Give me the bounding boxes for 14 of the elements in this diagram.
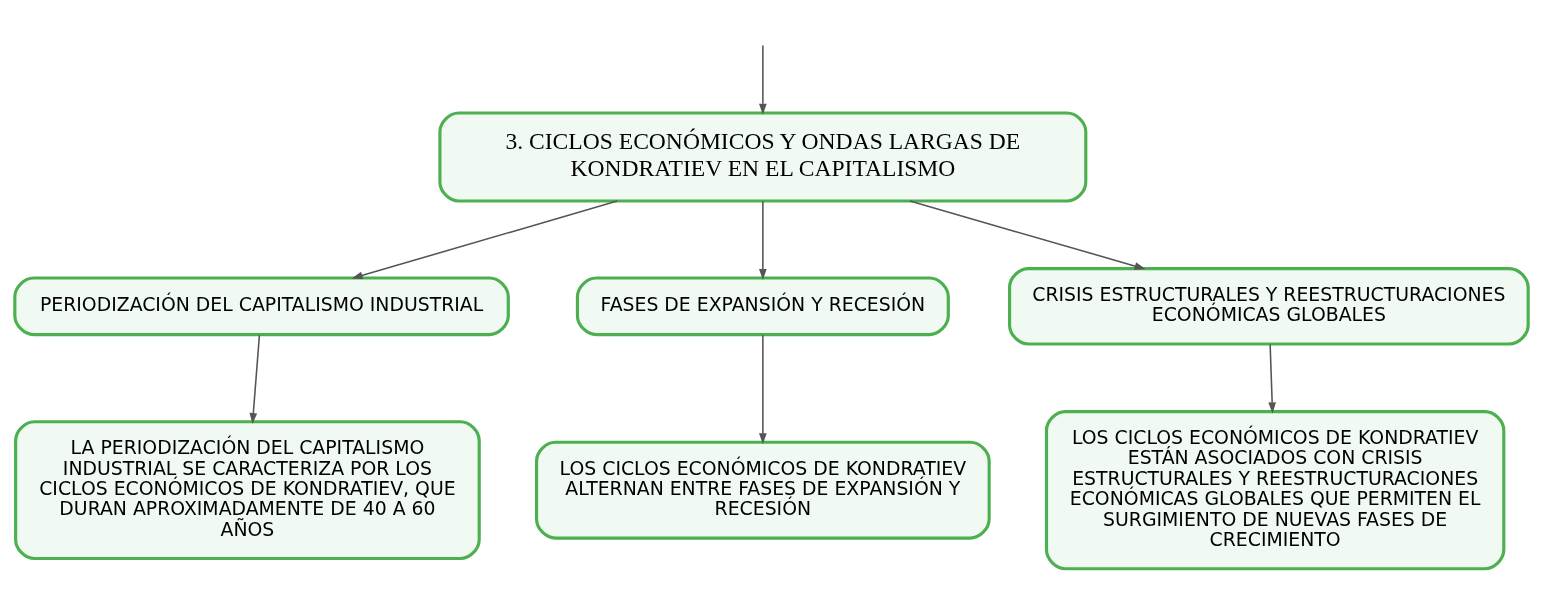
arrow bbox=[909, 199, 1146, 270]
arrow bbox=[759, 334, 767, 444]
arrow bbox=[759, 200, 767, 280]
arrow bbox=[351, 199, 618, 279]
node-box: 3. CICLOS ECONÓMICOS Y ONDAS LARGAS DE KONDRATIEV EN EL CAPITALISMO bbox=[438, 110, 1088, 203]
node-box: PERIODIZACIÓN DEL CAPITALISMO INDUSTRIAL bbox=[13, 275, 510, 336]
node-box: LOS CICLOS ECONÓMICOS DE KONDRATIEV ALTERNAN ENTRE FASES DE EXPANSIÓN Y RECESIÓN bbox=[535, 440, 991, 540]
node-box: LOS CICLOS ECONÓMICOS DE KONDRATIEV ESTÁN ASOCIADOS CON CRISIS ESTRUCTURALES Y REESTRUCTURACIONES ECONÓMICAS GLOBALES QUE PERMITEN EL SURGIMIENTO DE NUEVAS FASES DE CRECIMIENTO bbox=[1044, 409, 1506, 570]
node-box: FASES DE EXPANSIÓN Y RECESIÓN bbox=[575, 275, 950, 336]
arrow bbox=[249, 334, 261, 424]
arrow bbox=[1268, 343, 1276, 413]
node-box: CRISIS ESTRUCTURALES Y REESTRUCTURACIONES ECONÓMICAS GLOBALES bbox=[1008, 266, 1530, 346]
node-box: LA PERIODIZACIÓN DEL CAPITALISMO INDUSTRIAL SE CARACTERIZA POR LOS CICLOS ECONÓMICOS DE KONDRATIEV, QUE DURAN APROXIMADAMENTE DE 40 A 60 AÑOS bbox=[14, 419, 481, 560]
arrow bbox=[759, 44, 767, 115]
